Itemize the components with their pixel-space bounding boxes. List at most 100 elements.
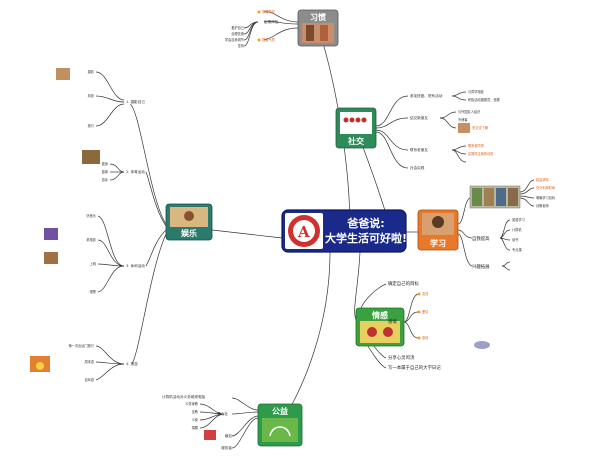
center-title-line2: 大学生活可好啦!	[325, 231, 407, 245]
study-sub2-4[interactable]: 专业课	[512, 247, 522, 252]
photo-thumb-icon	[56, 68, 70, 80]
study-sub1-3[interactable]: 明确学习目标	[536, 195, 556, 200]
habit-item-3[interactable]: 提高气质	[262, 37, 276, 42]
charity-item-3[interactable]: 献血	[225, 433, 233, 438]
study-sub2-3[interactable]: 读书	[512, 237, 519, 242]
study-branch: 精益求精 充分利用时间 明确学习目标 请教老师 自我提高 兴趣拓展 英语学习 计…	[469, 177, 556, 270]
study-sub1-2[interactable]: 充分利用时间	[536, 185, 555, 190]
entertain-sub1-2[interactable]: 风景	[88, 93, 94, 98]
category-study[interactable]: 学习	[417, 209, 459, 251]
entertain-sub4-1[interactable]: 第一次出远门旅行	[69, 343, 95, 348]
charity-item-4[interactable]: 服务者	[221, 445, 232, 450]
social-item-4[interactable]: 社会实践	[410, 165, 425, 170]
emotion-item-1[interactable]: 确定自己的目标	[388, 280, 419, 287]
study-item-1[interactable]: 自我提高	[472, 235, 490, 242]
entertain-sub3-4[interactable]: 唱歌	[90, 289, 97, 294]
social-logo-icon	[340, 112, 372, 134]
study-sub1-1[interactable]: 精益求精	[536, 177, 550, 182]
entertain-item-2[interactable]: 2. 体育运动	[126, 169, 145, 174]
charity-item-1[interactable]: 计算机活动对义务维修电脑	[162, 394, 206, 399]
category-social-label: 社交	[347, 136, 364, 146]
star-icon	[257, 38, 261, 42]
habit-sub-2[interactable]: 合理饮食	[231, 31, 245, 36]
star-icon	[417, 310, 421, 314]
habit-sub-1[interactable]: 爱护自己	[231, 25, 245, 30]
blood-donation-icon	[204, 430, 216, 440]
entertain-sub2-2[interactable]: 篮球	[102, 169, 109, 174]
social-sub1-2[interactable]: 积极活动团委员、班委	[468, 97, 501, 102]
center-node[interactable]: A 爸爸说: 大学生活可好啦!	[281, 209, 407, 253]
study-item-2[interactable]: 兴趣拓展	[472, 263, 490, 270]
svg-text:A: A	[297, 223, 310, 241]
social-sub1-1[interactable]: 与同学相处	[468, 89, 485, 94]
sports-photo-icon	[82, 150, 100, 164]
social-item-2[interactable]: 结交新朋友	[410, 115, 428, 120]
star-icon	[257, 10, 261, 14]
study-sub1-4[interactable]: 请教老师	[536, 203, 550, 208]
entertain-item-1[interactable]: 1. 摄影自己	[126, 99, 145, 104]
category-entertain-label: 娱乐	[181, 228, 197, 238]
music-photo-icon	[44, 228, 58, 240]
entertain-item-4[interactable]: 4. 旅游	[126, 361, 138, 366]
emotion-item-2[interactable]: 感情	[388, 318, 397, 325]
entertain-sub1-3[interactable]: 旅行	[88, 123, 95, 128]
emotion-sub-1[interactable]: 友情	[422, 291, 429, 296]
love-icon	[474, 341, 490, 349]
star-icon	[417, 292, 421, 296]
charity-sub-4[interactable]: 捐赠	[192, 425, 198, 430]
entertain-sub4-3[interactable]: 自驾游	[84, 377, 94, 382]
entertain-item-3[interactable]: 3. 休闲活动	[126, 263, 145, 268]
category-entertain[interactable]: 娱乐	[165, 203, 213, 241]
emotion-item-4[interactable]: 写一本属于自己的大学日记	[388, 364, 441, 371]
category-emotion[interactable]: 情感	[355, 307, 405, 347]
entertain-branch: 1. 摄影自己 2. 体育运动 3. 休闲活动 4. 旅游 摄影 风景 旅行 健…	[30, 68, 145, 382]
emotion-branch: 确定自己的目标 感情 分享心灵鸡汤 写一本属于自己的大学日记 友情 爱情 亲情	[388, 280, 490, 371]
charity-sub-1[interactable]: 义务家教	[185, 401, 199, 406]
social-sub3-2[interactable]: 联系老同学	[468, 143, 484, 148]
study-sub2-2[interactable]: 计算机	[512, 227, 522, 232]
charity-photo-icon	[262, 418, 298, 442]
habit-sub-4[interactable]: 坚持	[238, 43, 245, 48]
emotion-item-3[interactable]: 分享心灵鸡汤	[388, 354, 415, 361]
habit-item-1[interactable]: 早睡早起	[262, 9, 276, 14]
social-item-1[interactable]: 参加班团、院系活动	[410, 93, 443, 98]
habit-sub-3[interactable]: 学会自我调节	[225, 37, 245, 42]
habit-branch: 早睡早起 定期体检 提高气质 爱护自己 合理饮食 学会自我调节 坚持	[225, 9, 279, 48]
social-sub2-1[interactable]: 与外国友人结识	[458, 109, 480, 114]
study-sub2-1[interactable]: 英语学习	[512, 217, 525, 222]
category-social[interactable]: 社交	[335, 107, 377, 149]
entertain-sub1-1[interactable]: 摄影	[88, 69, 95, 74]
social-sub3-3[interactable]: 定期关注她的动态	[468, 151, 494, 156]
social-branch: 参加班团、院系活动 结交新朋友 联系老朋友 社会实践 与同学相处 积极活动团委员…	[410, 89, 501, 170]
category-charity[interactable]: 公益	[257, 403, 303, 447]
category-charity-label: 公益	[272, 406, 288, 416]
entertain-sub2-1[interactable]: 健身	[102, 161, 108, 166]
social-sub2-2[interactable]: 写博客	[458, 117, 468, 122]
category-study-label: 学习	[430, 238, 446, 248]
charity-item-2[interactable]: 爱心社	[217, 411, 228, 416]
social-item-3[interactable]: 联系老朋友	[410, 147, 428, 152]
social-sub3-1[interactable]: 多交流了解	[472, 125, 489, 130]
charity-branch: 计算机活动对义务维修电脑 爱心社 献血 服务者 义务家教 支教 义卖 捐赠	[162, 394, 232, 450]
emotion-photo-icon	[360, 321, 400, 343]
entertain-sub3-3[interactable]: 上网	[90, 261, 96, 266]
center-title-line1: 爸爸说:	[346, 216, 384, 230]
study-photos-icon	[469, 185, 521, 209]
charity-sub-2[interactable]: 支教	[192, 409, 199, 414]
habit-item-2[interactable]: 定期体检	[264, 19, 279, 24]
entertain-sub2-3[interactable]: 游泳	[102, 177, 109, 182]
category-habit[interactable]: 习惯	[297, 9, 339, 47]
star-icon	[417, 336, 421, 340]
entertain-sub3-1[interactable]: 听音乐	[86, 213, 96, 218]
category-emotion-label: 情感	[371, 310, 388, 320]
category-habit-label: 习惯	[310, 12, 326, 22]
friend-photo-icon	[458, 123, 470, 133]
entertain-sub4-2[interactable]: 周末游	[84, 359, 94, 364]
emotion-sub-2[interactable]: 爱情	[422, 309, 429, 314]
charity-sub-3[interactable]: 义卖	[192, 417, 199, 422]
entertain-sub3-2[interactable]: 看电影	[86, 237, 96, 242]
movie-photo-icon	[44, 252, 58, 264]
emotion-sub-3[interactable]: 亲情	[422, 335, 429, 340]
